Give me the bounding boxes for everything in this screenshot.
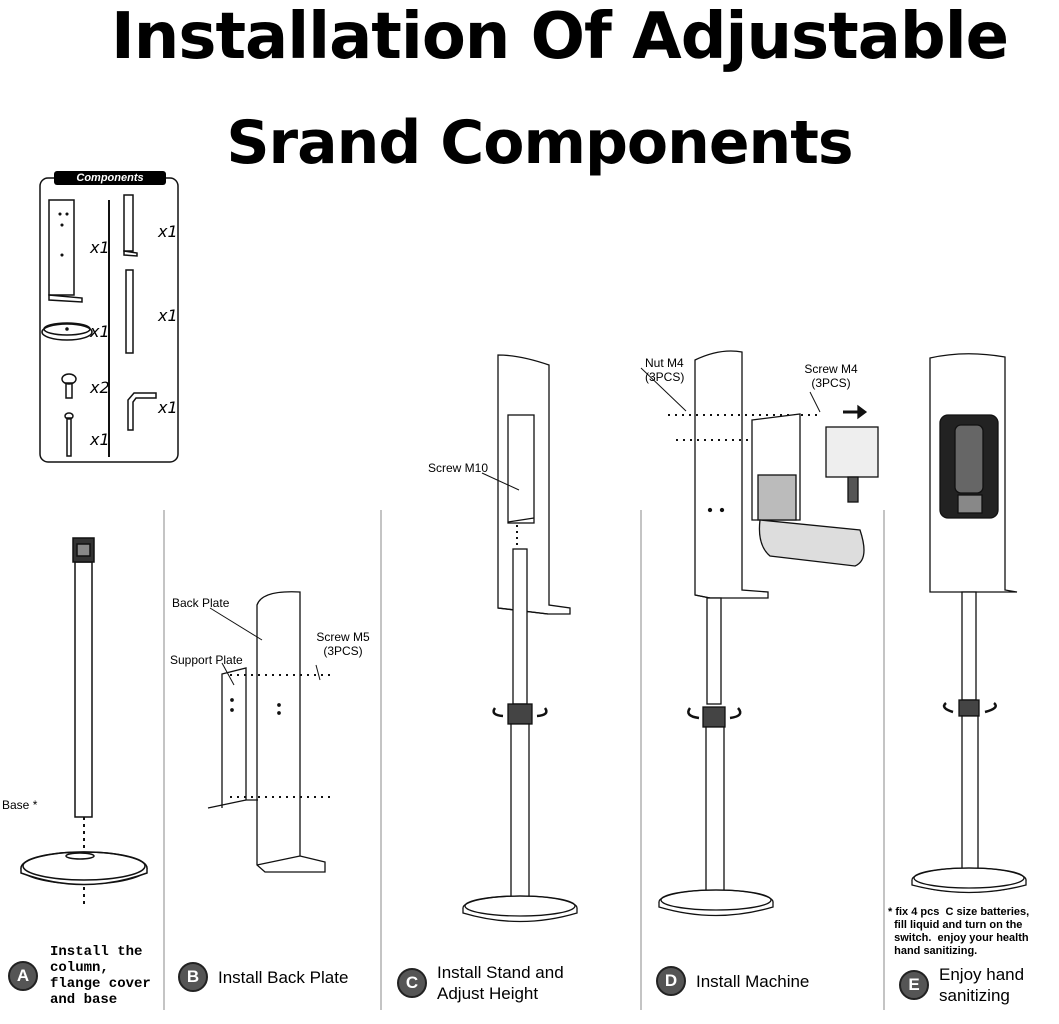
- step-d: D Install Machine: [656, 966, 809, 996]
- step-e-badge: E: [899, 970, 929, 1000]
- step-a: A Install the column, flange cover and b…: [8, 944, 151, 1008]
- qty-column: x1: [158, 306, 178, 325]
- title-line-1: Installation Of Adjustable: [110, 0, 1009, 74]
- battery-note: * fix 4 pcs C size batteries, fill liqui…: [888, 906, 1030, 957]
- qty-support-plate: x1: [158, 222, 178, 241]
- label-screw-m4: Screw M4(3PCS): [804, 362, 858, 390]
- step-a-drawing: [20, 537, 148, 905]
- step-a-text: Install the column, flange cover and bas…: [50, 944, 151, 1008]
- step-c-badge: C: [397, 968, 427, 998]
- step-d-text: Install Machine: [696, 971, 810, 991]
- part-column: [125, 269, 134, 354]
- label-screw-m10: Screw M10: [428, 461, 489, 475]
- qty-screw-large: x2: [90, 378, 110, 397]
- part-back-plate: [48, 199, 83, 303]
- label-base: Base *: [2, 798, 38, 812]
- step-e-drawing: [911, 353, 1027, 894]
- step-b-drawing: [207, 591, 330, 873]
- qty-base: x1: [90, 322, 110, 341]
- step-d-drawing: [640, 350, 879, 917]
- part-support-plate: [123, 194, 138, 257]
- label-back-plate: Back Plate: [172, 596, 230, 610]
- step-b-text: Install Back Plate: [218, 967, 349, 987]
- label-screw-m5: Screw M5(3PCS): [316, 630, 370, 658]
- part-hex-key: [127, 392, 157, 431]
- title-line-2: Srand Components: [226, 108, 853, 178]
- label-nut-m4: Nut M4(3PCS): [645, 356, 685, 384]
- label-support-plate: Support Plate: [170, 653, 243, 667]
- part-base: [41, 322, 93, 341]
- step-b: B Install Back Plate: [178, 962, 348, 992]
- step-c-drawing: [462, 354, 578, 923]
- step-a-badge: A: [8, 961, 38, 991]
- step-d-badge: D: [656, 966, 686, 996]
- part-screw-long: [64, 412, 74, 457]
- qty-hex-key: x1: [158, 398, 178, 417]
- part-screw-large: [61, 373, 77, 399]
- qty-screw-long: x1: [90, 430, 110, 449]
- step-b-badge: B: [178, 962, 208, 992]
- qty-back-plate: x1: [90, 238, 110, 257]
- components-header: Components: [54, 171, 166, 185]
